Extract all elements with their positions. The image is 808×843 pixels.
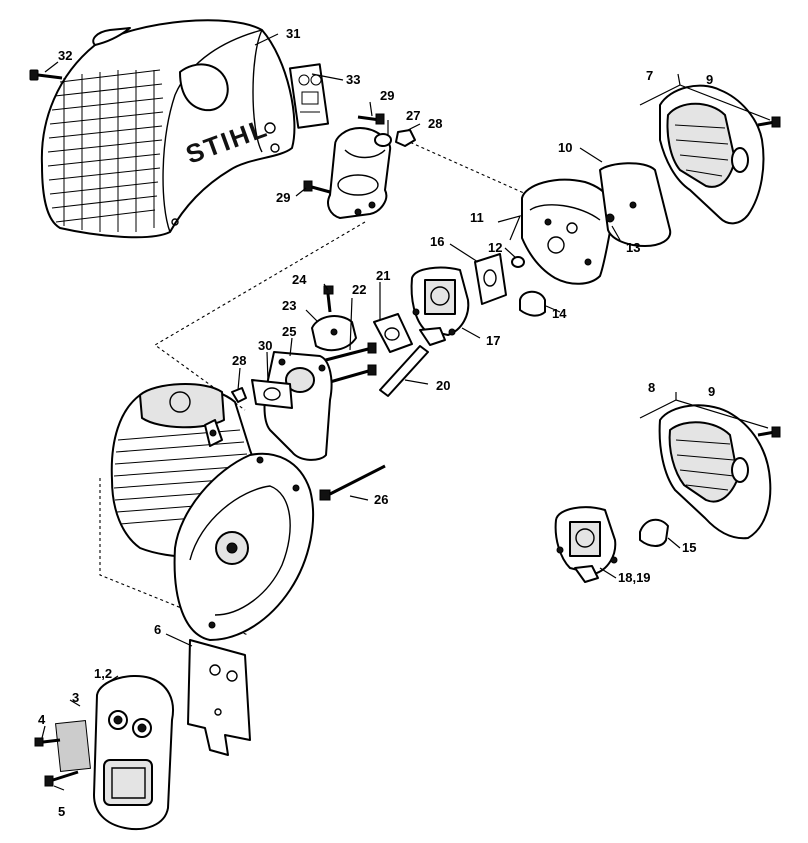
nut-12 bbox=[511, 256, 525, 268]
callout-8: 8 bbox=[648, 380, 655, 395]
choke-knob-15 bbox=[639, 518, 669, 547]
callout-3: 3 bbox=[72, 690, 79, 705]
callout-28-lower: 28 bbox=[232, 353, 246, 368]
filter-cover-7 bbox=[659, 84, 765, 225]
screw-24 bbox=[323, 285, 334, 313]
callout-33: 33 bbox=[346, 72, 360, 87]
callout-20: 20 bbox=[436, 378, 450, 393]
gasket-6 bbox=[187, 639, 251, 756]
choke-knob-14 bbox=[519, 290, 546, 317]
callout-21: 21 bbox=[376, 268, 390, 283]
callout-31: 31 bbox=[286, 26, 300, 41]
callout-17: 17 bbox=[486, 333, 500, 348]
screen-3 bbox=[55, 720, 91, 772]
muffler bbox=[93, 674, 174, 830]
screw-5 bbox=[44, 770, 79, 787]
filter-cover-8 bbox=[658, 404, 772, 540]
intake-elbow bbox=[327, 127, 392, 219]
callout-30: 30 bbox=[258, 338, 272, 353]
callout-4: 4 bbox=[38, 712, 46, 727]
callout-12: 12 bbox=[488, 240, 502, 255]
gasket-30 bbox=[251, 379, 293, 409]
decal-33 bbox=[288, 63, 330, 129]
callout-5: 5 bbox=[58, 804, 65, 819]
nut-13 bbox=[605, 213, 615, 223]
nut-28-lower bbox=[231, 387, 247, 403]
callout-9-upper: 9 bbox=[706, 72, 713, 87]
crankcase bbox=[173, 452, 315, 641]
callout-11: 11 bbox=[470, 210, 484, 225]
callout-10: 10 bbox=[558, 140, 572, 155]
callout-25: 25 bbox=[282, 324, 296, 339]
engine-shroud: STIHL bbox=[40, 19, 296, 239]
leader-lines bbox=[41, 33, 771, 791]
callout-13: 13 bbox=[626, 240, 640, 255]
callout-29-lower: 29 bbox=[276, 190, 290, 205]
screw-29-lower bbox=[303, 180, 331, 194]
callout-16: 16 bbox=[430, 234, 444, 249]
bolts-22 bbox=[317, 342, 377, 384]
assembly-guide-lines bbox=[99, 139, 536, 636]
callout-18-19: 18,19 bbox=[618, 570, 651, 585]
shroud-grille bbox=[47, 69, 164, 232]
gasket-21 bbox=[373, 313, 413, 353]
callout-28-upper: 28 bbox=[428, 116, 442, 131]
callout-29-upper: 29 bbox=[380, 88, 394, 103]
callout-6: 6 bbox=[154, 622, 161, 637]
callout-labels: 31 32 33 29 27 28 29 7 9 10 11 12 13 16 … bbox=[38, 26, 715, 819]
gasket-16 bbox=[474, 253, 507, 305]
callout-7: 7 bbox=[646, 68, 653, 83]
air-filter-base bbox=[521, 178, 615, 285]
nut-28-upper bbox=[395, 129, 416, 147]
washer-27 bbox=[374, 133, 392, 147]
screw-9-upper bbox=[757, 116, 781, 128]
callout-14: 14 bbox=[552, 306, 567, 321]
callout-22: 22 bbox=[352, 282, 366, 297]
callout-15: 15 bbox=[682, 540, 696, 555]
carburetor-18-19 bbox=[554, 506, 618, 583]
screw-29-upper bbox=[357, 113, 385, 125]
intake-flange-25 bbox=[263, 351, 333, 461]
callout-27: 27 bbox=[406, 108, 420, 123]
callout-24: 24 bbox=[292, 272, 307, 287]
carburetor-17 bbox=[410, 266, 470, 346]
air-filter-element bbox=[599, 162, 672, 247]
screw-4 bbox=[34, 737, 61, 747]
callout-23: 23 bbox=[282, 298, 296, 313]
bolt-26 bbox=[319, 464, 386, 501]
callout-32: 32 bbox=[58, 48, 72, 63]
screw-32 bbox=[29, 69, 63, 81]
clamp-23 bbox=[311, 315, 357, 352]
screw-9-lower bbox=[757, 426, 781, 438]
hose-20 bbox=[379, 345, 429, 397]
callout-26: 26 bbox=[374, 492, 388, 507]
callout-9-lower: 9 bbox=[708, 384, 715, 399]
callout-1-2: 1,2 bbox=[94, 666, 112, 681]
